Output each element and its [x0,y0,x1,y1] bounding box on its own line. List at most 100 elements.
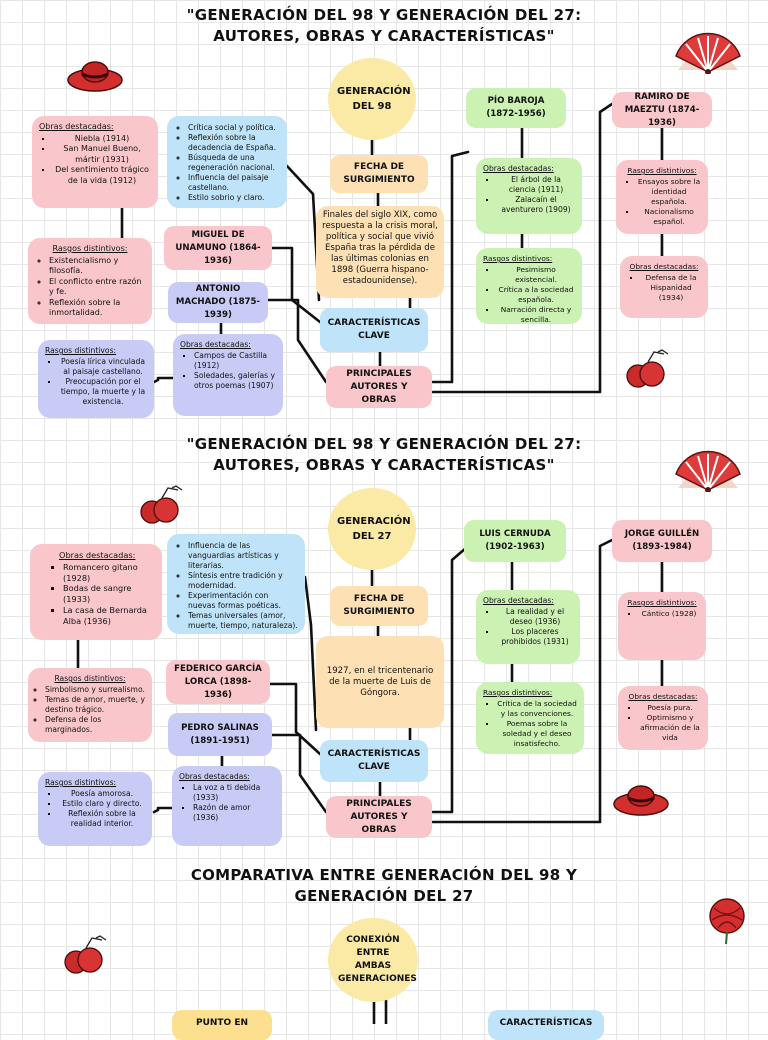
machado-obras-box: Obras destacadas: Campos de Castilla (19… [173,334,283,416]
list-item: Influencia del paisaje castellano. [188,173,280,193]
caracteristicas-box: Influencia de las vanguardias artísticas… [167,534,305,634]
obras-header: Obras destacadas: [483,596,554,605]
rasgos-list: Simbolismo y surrealismo.Temas de amor, … [35,685,145,735]
rasgos-header: Rasgos distintivos: [627,598,697,607]
list-item: Crítica de la sociedad y las convencione… [497,699,577,719]
fecha-text-content: 1927, en el tricentenario de la muerte d… [326,665,434,698]
list-item: Bodas de sangre (1933) [63,583,155,605]
author-name-text: FEDERICO GARCÍA LORCA (1898-1936) [174,663,262,700]
obras-header: Obras destacadas: [483,164,554,173]
list-item: Preocupación por el tiempo, la muerte y … [59,377,147,407]
list-item: Los placeres prohibidos (1931) [497,627,573,647]
caracteristicas-label: CARACTERÍSTICAS CLAVE [320,308,428,352]
obras-list: Romancero gitano (1928)Bodas de sangre (… [37,562,155,627]
center-node: GENERACIÓN DEL 98 [328,58,416,140]
rasgos-list: Cántico (1928) [625,609,699,619]
caracteristicas-label-text: CARACTERÍSTICAS CLAVE [327,318,421,341]
list-item: Razón de amor (1936) [193,803,275,823]
fecha-label-text: FECHA DE SURGIMIENTO [343,162,415,185]
caracteristicas-label-text: CARACTERÍSTICAS CLAVE [327,749,421,772]
list-item: Defensa de los marginados. [45,715,145,735]
obras-list: Campos de Castilla (1912)Soledades, gale… [180,351,276,391]
author-name-text: PEDRO SALINAS (1891-1951) [181,722,259,746]
conexion-label: CONEXIÓN ENTRE AMBAS GENERACIONES [338,935,417,984]
list-item: Crítica a la sociedad española. [497,285,575,305]
cernuda-name: LUIS CERNUDA (1902-1963) [464,520,566,562]
punto-node-partial: PUNTO EN [172,1010,272,1040]
rasgos-list: Pesimismo existencial.Crítica a la socie… [483,265,575,325]
guillen-rasgos-box: Rasgos distintivos: Cántico (1928) [618,592,706,660]
obras-header: Obras destacadas: [628,692,698,701]
list-item: Experimentación con nuevas formas poétic… [188,591,298,611]
list-item: Existencialismo y filosofía. [49,256,145,277]
obras-list: La realidad y el deseo (1936)Los placere… [483,607,573,647]
list-item: Crítica social y política. [188,123,280,133]
caracteristicas-list: Crítica social y política.Reflexión sobr… [174,123,280,203]
list-item: Influencia de las vanguardias artísticas… [188,541,298,571]
list-item: Síntesis entre tradición y modernidad. [188,571,298,591]
list-item: Narración directa y sencilla. [497,305,575,325]
author-name-text: PÍO BAROJA (1872-1956) [486,96,546,119]
rasgos-header: Rasgos distintivos: [52,244,128,253]
rasgos-header: Rasgos distintivos: [627,166,697,175]
machado-rasgos-box: Rasgos distintivos: Poesía lírica vincul… [38,340,154,418]
salinas-rasgos-box: Rasgos distintivos: Poesía amorosa.Estil… [38,772,152,846]
list-item: Cántico (1928) [639,609,699,619]
pomegranate-icon [140,485,183,524]
list-item: Nacionalismo español. [637,207,701,227]
principales-label: PRINCIPALES AUTORES Y OBRAS [326,366,432,408]
author-name-text: JORGE GUILLÉN (1893-1984) [624,529,700,552]
fecha-label-text: FECHA DE SURGIMIENTO [343,594,415,617]
obras-header: Obras destacadas: [629,262,699,271]
rasgos-header: Rasgos distintivos: [45,346,117,355]
author-name-text: LUIS CERNUDA (1902-1963) [479,529,551,552]
principales-label: PRINCIPALES AUTORES Y OBRAS [326,796,432,838]
list-item: Estilo sobrio y claro. [188,193,280,203]
rasgos-list: Ensayos sobre la identidad española.Naci… [623,177,701,227]
section-title: "GENERACIÓN DEL 98 Y GENERACIÓN DEL 27: … [186,6,582,45]
author-name-text: MIGUEL DE UNAMUNO (1864-1936) [175,229,261,266]
author-name-text: ANTONIO MACHADO (1875-1939) [175,284,261,320]
guillen-name: JORGE GUILLÉN (1893-1984) [612,520,712,562]
list-item: Reflexión sobre la decadencia de España. [188,133,280,153]
comparativa-title: COMPARATIVA ENTRE GENERACIÓN DEL 98 Y GE… [190,866,578,905]
unamuno-rasgos-box: Rasgos distintivos: Existencialismo y fi… [28,238,152,324]
list-item: Temas universales (amor, muerte, tiempo,… [188,611,298,631]
center-label: GENERACIÓN DEL 27 [337,516,411,542]
fan-icon [675,32,741,74]
carnation-icon [709,898,745,945]
list-item: La casa de Bernarda Alba (1936) [63,605,155,627]
list-item: El conflicto entre razón y fe. [49,277,145,298]
center-label: GENERACIÓN DEL 98 [337,86,411,112]
salinas-obras-box: Obras destacadas: La voz a ti debida (19… [172,766,282,846]
rasgos-list: Crítica de la sociedad y las convencione… [483,699,577,749]
center-node: GENERACIÓN DEL 27 [328,488,416,570]
salinas-name: PEDRO SALINAS (1891-1951) [168,713,272,756]
machado-name: ANTONIO MACHADO (1875-1939) [168,282,268,323]
obras-list: Poesía pura.Optimismo y afirmación de la… [625,703,701,743]
caracteristicas-box: Crítica social y política.Reflexión sobr… [167,116,287,208]
list-item: Poesía amorosa. [59,789,145,799]
obras-list: El árbol de la ciencia (1911)Zalacaín el… [483,175,575,215]
author-name-text: RAMIRO DE MAEZTU (1874-1936) [624,91,700,128]
list-item: Niebla (1914) [53,134,151,145]
baroja-obras-box: Obras destacadas: El árbol de la ciencia… [476,158,582,234]
maeztu-name: RAMIRO DE MAEZTU (1874-1936) [612,92,712,128]
lorca-name: FEDERICO GARCÍA LORCA (1898-1936) [166,660,270,704]
punto-label: PUNTO EN [195,1018,249,1028]
obras-list: Defensa de la Hispanidad (1934) [627,273,701,303]
lorca-rasgos-box: Rasgos distintivos: Simbolismo y surreal… [28,668,152,742]
list-item: Reflexión sobre la realidad interior. [59,809,145,829]
maeztu-obras-box: Obras destacadas: Defensa de la Hispanid… [620,256,708,318]
list-item: Del sentimiento trágico de la vida (1912… [53,165,151,186]
rasgos-header: Rasgos distintivos: [483,688,553,697]
obras-header: Obras destacadas: [59,550,136,560]
rasgos-list: Poesía amorosa.Estilo claro y directo.Re… [45,789,145,829]
guillen-obras-box: Obras destacadas: Poesía pura.Optimismo … [618,686,708,750]
list-item: Pesimismo existencial. [497,265,575,285]
maeztu-rasgos-box: Rasgos distintivos: Ensayos sobre la ide… [616,160,708,234]
baroja-name: PÍO BAROJA (1872-1956) [466,88,566,128]
lorca-obras-box: Obras destacadas: Romancero gitano (1928… [30,544,162,640]
fecha-label: FECHA DE SURGIMIENTO [330,155,428,193]
fecha-text: Finales del siglo XIX, como respuesta a … [316,206,444,298]
